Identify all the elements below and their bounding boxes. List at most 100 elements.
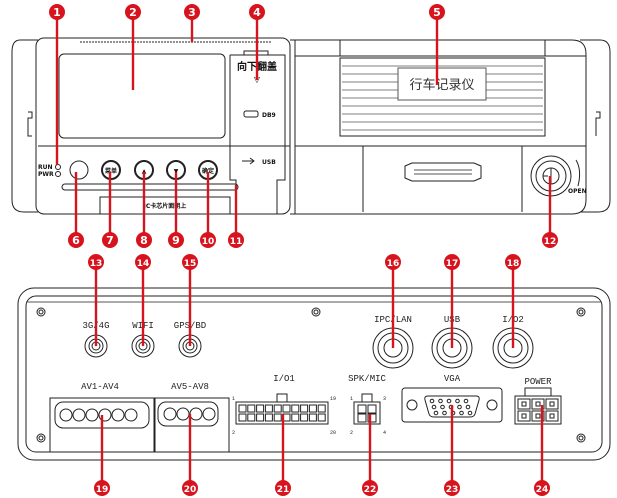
rear-housing [17, 287, 611, 461]
io1-label: I/O1 [273, 374, 295, 384]
callout-number: 7 [106, 234, 114, 247]
db9-label: DB9 [262, 112, 276, 119]
up-arrow-icon: ▲ [142, 168, 147, 175]
av-jack [72, 408, 86, 422]
screw-icon [36, 307, 46, 317]
av-jack [98, 408, 112, 422]
av5-av8-block [154, 397, 230, 453]
callout-number: 22 [364, 485, 377, 495]
callout-badge [385, 254, 401, 270]
usb-icon [242, 157, 255, 165]
power-pin-contact [549, 401, 555, 407]
callout-badge [168, 232, 184, 248]
power-pin [545, 398, 559, 410]
vga-pin [431, 404, 437, 410]
vga-pin [442, 410, 447, 416]
power-connector[interactable] [514, 395, 562, 425]
io1-pin [238, 404, 247, 413]
spk-mic-label: SPK/MIC [348, 374, 386, 384]
vga-pin [459, 410, 464, 416]
callout-number: 18 [507, 259, 520, 269]
av5-av8-connector[interactable] [157, 401, 219, 427]
open-label: OPEN [568, 188, 587, 195]
callout-badge [249, 4, 265, 20]
av1-av4-label: AV1-AV4 [81, 382, 119, 392]
power-pin [517, 410, 531, 422]
callout-number: 20 [184, 485, 197, 495]
io1-pin [308, 413, 317, 422]
power-pin-contact [535, 401, 541, 407]
callout-number: 3 [188, 6, 196, 19]
callout-number: 14 [137, 259, 150, 269]
front-button-6[interactable] [69, 160, 89, 180]
front-panel [11, 37, 611, 215]
callout-badge [94, 480, 110, 496]
av5-av8-label: AV5-AV8 [171, 382, 209, 392]
io1-pin [300, 413, 309, 422]
callout-badge [362, 480, 378, 496]
power-pin [517, 398, 531, 410]
power-pin-contact [535, 413, 541, 419]
io1-pin [264, 404, 273, 413]
vga-label: VGA [444, 374, 461, 384]
io1-pin-label: 2 [232, 430, 235, 436]
callout-number: 4 [253, 6, 261, 19]
io1-pin [291, 404, 300, 413]
rear-inner-frame [25, 295, 603, 453]
io1-pin [317, 404, 326, 413]
left-ear [11, 39, 38, 213]
vga-pin [457, 404, 462, 410]
callout-number: 8 [140, 234, 148, 247]
power-pin-contact [521, 413, 527, 419]
callout-number: 19 [96, 485, 109, 495]
run-led [55, 164, 61, 170]
right-ear [580, 39, 611, 213]
callout-number: 24 [536, 485, 549, 495]
ic-card-label-plate [99, 196, 231, 215]
io1-pin [247, 413, 256, 422]
io1-pin-label: 1 [232, 396, 235, 402]
callout-badge [534, 480, 550, 496]
callout-number: 12 [544, 237, 557, 247]
callout-badge [275, 480, 291, 496]
callout-number: 2 [129, 6, 137, 19]
callout-number: 9 [172, 234, 180, 247]
callout-badge [444, 254, 460, 270]
callout-number: 23 [446, 485, 459, 495]
callout-badge [200, 232, 216, 248]
power-pin-contact [549, 413, 555, 419]
recorder-nameplate [397, 67, 487, 101]
spk-mic-pin-label: 4 [383, 430, 386, 436]
vga-pin [429, 398, 435, 404]
usb-front-label: USB [262, 159, 276, 166]
front-right-body [290, 39, 587, 215]
callout-badge [505, 254, 521, 270]
display-screen [58, 53, 226, 139]
callout-badge [135, 254, 151, 270]
power-label: POWER [524, 377, 552, 387]
screw-icon [576, 433, 586, 443]
callout-number: 6 [72, 234, 80, 247]
callout-number: 15 [184, 259, 197, 269]
spk-mic-pin-label: 1 [350, 396, 353, 402]
callout-number: 21 [277, 485, 290, 495]
callout-badge [444, 480, 460, 496]
av-jack [163, 407, 177, 421]
callout-number: 17 [446, 259, 459, 269]
io1-pin [273, 413, 282, 422]
vga-pin [455, 398, 460, 404]
callout-badge [184, 4, 200, 20]
callout-number: 10 [202, 237, 215, 247]
io1-pin [300, 404, 309, 413]
left-clip [27, 111, 33, 137]
io1-pin [247, 404, 256, 413]
io1-pin [256, 413, 265, 422]
ic-card-slot[interactable] [61, 183, 239, 191]
power-pin-contact [521, 401, 527, 407]
av-jack [59, 408, 73, 422]
sd-card-slot[interactable] [404, 162, 482, 182]
callout-number: 13 [90, 259, 103, 269]
io1-pin [256, 404, 265, 413]
vent-grille [339, 57, 546, 137]
